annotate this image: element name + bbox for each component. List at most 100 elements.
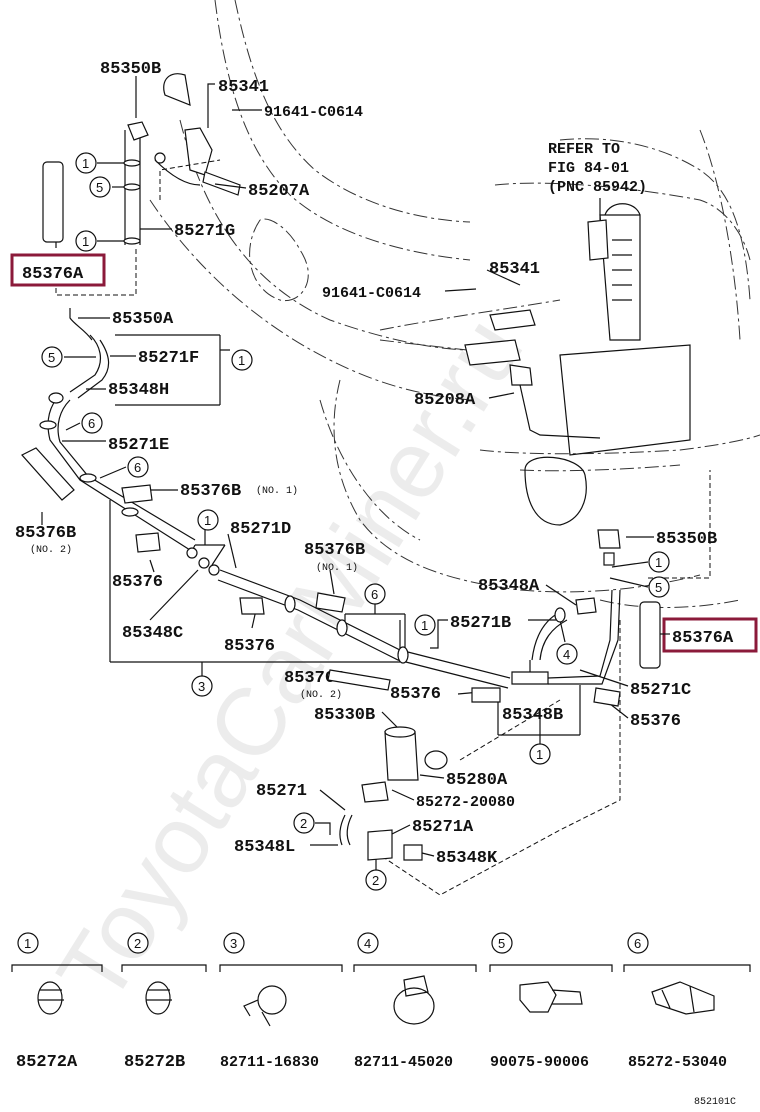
svg-text:1: 1 <box>204 513 211 528</box>
legend-part-5: 90075-90006 <box>490 1054 589 1071</box>
label-85271A: 85271A <box>412 818 474 837</box>
callout-6-b: 6 <box>127 456 149 478</box>
label-85341-top: 85341 <box>218 78 269 97</box>
svg-text:6: 6 <box>634 936 641 951</box>
svg-text:3: 3 <box>198 679 205 694</box>
callout-4-a: 4 <box>556 643 578 665</box>
callout-1-d: 1 <box>197 509 219 531</box>
callout-5-a: 5 <box>89 176 111 198</box>
hose-clip-icon <box>37 981 64 1015</box>
svg-text:1: 1 <box>536 747 543 762</box>
legend-item-2: 2 85272B <box>121 932 207 1072</box>
legend-part-1: 85272A <box>16 1053 78 1072</box>
washer-nozzle-right <box>464 309 601 439</box>
note-no1-c: (NO. 1) <box>316 562 358 574</box>
leader-lines <box>41 76 670 870</box>
svg-text:2: 2 <box>134 936 141 951</box>
label-85348H: 85348H <box>108 381 169 400</box>
washer-tank <box>524 203 691 526</box>
svg-text:5: 5 <box>655 580 662 595</box>
refer-note: REFER TO FIG 84-01 (PNC 85942) <box>548 141 647 220</box>
callout-2-b: 2 <box>365 869 387 891</box>
label-85376B-no1-c: 85376B <box>304 541 365 560</box>
svg-text:4: 4 <box>563 647 570 662</box>
part-labels: 85350B 85341 91641-C0614 85207A 85271G 8… <box>15 60 734 868</box>
retainer-icon <box>651 981 715 1015</box>
refer-line-3: (PNC 85942) <box>548 179 647 196</box>
callout-3-a: 3 <box>191 675 213 697</box>
washer-nozzle-left <box>154 73 241 196</box>
legend: 1 85272A 2 85272B 3 82711-16830 4 82711-… <box>11 932 751 1072</box>
label-85376-a: 85376 <box>112 573 163 592</box>
label-85376B-no1-a: 85376B <box>180 482 241 501</box>
label-85341-mid: 85341 <box>489 260 540 279</box>
label-85376B-no2-b: 85376B <box>15 524 76 543</box>
svg-text:5: 5 <box>498 936 505 951</box>
clip-icon <box>519 981 583 1013</box>
callout-2-a: 2 <box>293 812 315 834</box>
legend-item-4: 4 82711-45020 <box>353 932 477 1071</box>
svg-text:6: 6 <box>371 587 378 602</box>
legend-part-4: 82711-45020 <box>354 1054 453 1071</box>
diagram-callouts: 1 5 1 5 1 6 6 1 6 3 1 5 1 4 1 2 2 <box>41 152 670 891</box>
sleeve-85376A-left <box>42 161 64 243</box>
svg-text:5: 5 <box>48 350 55 365</box>
svg-text:5: 5 <box>96 180 103 195</box>
figure-code: 852101C <box>694 1097 736 1108</box>
note-no2-b: (NO. 2) <box>30 544 72 556</box>
legend-part-2: 85272B <box>124 1053 185 1072</box>
label-85271: 85271 <box>256 782 307 801</box>
legend-item-3: 3 82711-16830 <box>219 932 343 1071</box>
callout-1-e: 1 <box>648 551 670 573</box>
label-85271C: 85271C <box>630 681 691 700</box>
callout-5-c: 5 <box>648 576 670 598</box>
highlight-85376A-right <box>662 617 758 653</box>
label-85376A-left: 85376A <box>22 265 84 284</box>
wire-clamp-icon <box>243 985 287 1027</box>
label-85350B-top: 85350B <box>100 60 161 79</box>
svg-text:3: 3 <box>230 936 237 951</box>
legend-item-6: 6 85272-53040 <box>623 932 751 1071</box>
label-85330B: 85330B <box>314 706 375 725</box>
note-no1-a: (NO. 1) <box>256 485 298 497</box>
label-85376-d: 85376 <box>630 712 681 731</box>
label-85348C: 85348C <box>122 624 183 643</box>
hose-clip-icon <box>145 981 172 1015</box>
svg-text:1: 1 <box>238 353 245 368</box>
label-85271B: 85271B <box>450 614 511 633</box>
label-85271F: 85271F <box>138 349 199 368</box>
vehicle-body-outline <box>149 0 760 608</box>
callout-1-c: 1 <box>231 349 253 371</box>
svg-text:6: 6 <box>88 416 95 431</box>
callout-6-c: 6 <box>364 583 386 605</box>
highlight-85376A-left <box>10 253 106 287</box>
label-85271D: 85271D <box>230 520 291 539</box>
svg-text:2: 2 <box>300 816 307 831</box>
label-85348L: 85348L <box>234 838 295 857</box>
refer-line-1: REFER TO <box>548 141 620 158</box>
label-85348K: 85348K <box>436 849 498 868</box>
svg-text:1: 1 <box>82 156 89 171</box>
label-85280A: 85280A <box>446 771 508 790</box>
label-85350B-right: 85350B <box>656 530 717 549</box>
sleeve-85376A-right <box>639 601 661 669</box>
callout-5-b: 5 <box>41 346 63 368</box>
callout-1-b: 1 <box>75 230 97 252</box>
legend-item-1: 1 85272A <box>11 932 103 1072</box>
svg-text:1: 1 <box>421 618 428 633</box>
hose-assembly <box>21 121 661 861</box>
label-91641-mid: 91641-C0614 <box>322 285 421 302</box>
legend-part-3: 82711-16830 <box>220 1054 319 1071</box>
label-85376-b: 85376 <box>224 637 275 656</box>
callout-1-f: 1 <box>414 614 436 636</box>
svg-text:6: 6 <box>134 460 141 475</box>
svg-text:4: 4 <box>364 936 371 951</box>
svg-text:2: 2 <box>372 873 379 888</box>
svg-text:1: 1 <box>82 234 89 249</box>
label-91641-top: 91641-C0614 <box>264 104 363 121</box>
svg-text:1: 1 <box>24 936 31 951</box>
callout-1-g: 1 <box>529 743 551 765</box>
label-85350A: 85350A <box>112 310 174 329</box>
callout-1-a: 1 <box>75 152 97 174</box>
